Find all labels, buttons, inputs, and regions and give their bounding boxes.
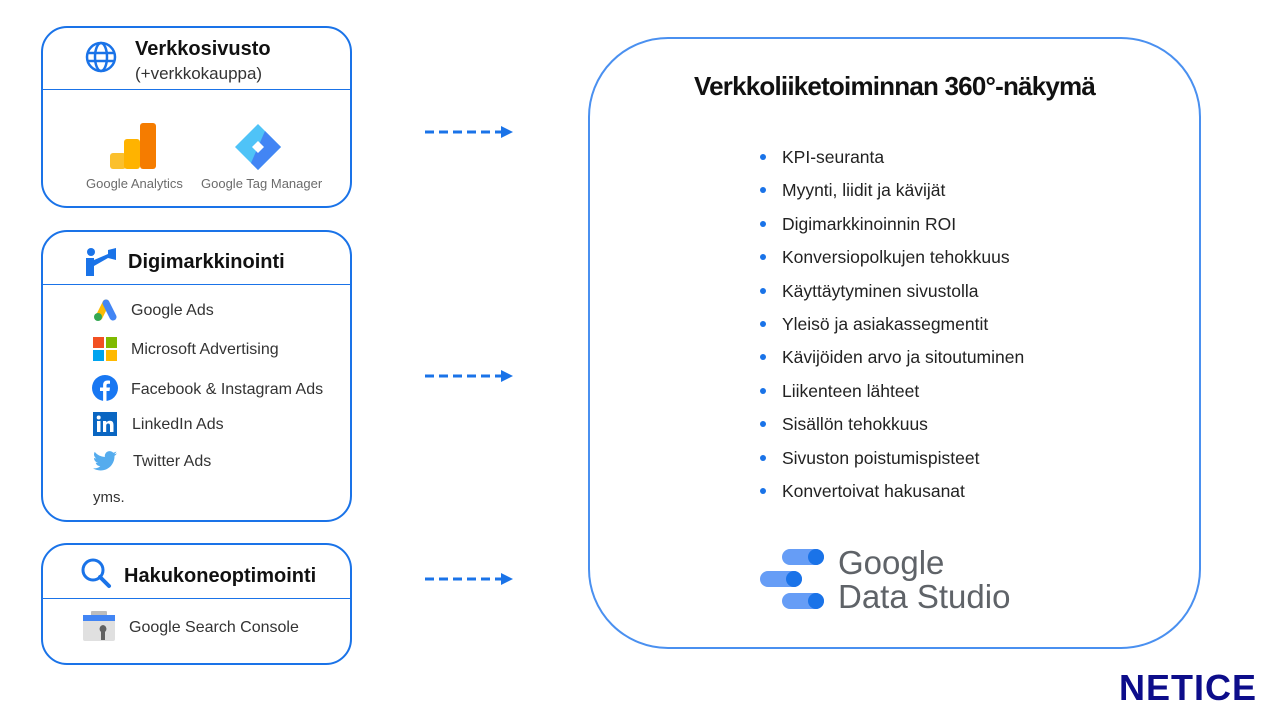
tool-label: Google Analytics	[86, 176, 183, 191]
list-item: Sivuston poistumispisteet	[758, 445, 1024, 478]
list-item: Liikenteen lähteet	[758, 378, 1024, 411]
arrow-right-icon	[425, 370, 513, 382]
arrow-right-icon	[425, 573, 513, 585]
megaphone-person-icon	[86, 248, 116, 276]
kpi-list: KPI-seuranta Myynti, liidit ja kävijät D…	[758, 144, 1024, 511]
facebook-icon	[92, 375, 118, 401]
target-360-view: Verkkoliiketoiminnan 360°-näkymä KPI-seu…	[588, 37, 1201, 649]
logo-text-data-studio: Data Studio	[838, 578, 1011, 615]
globe-icon	[85, 41, 117, 73]
list-item: Kävijöiden arvo ja sitoutuminen	[758, 344, 1024, 377]
google-ads-icon	[94, 299, 117, 321]
list-item: Sisällön tehokkuus	[758, 411, 1024, 444]
divider	[43, 89, 350, 90]
list-item: Digimarkkinoinnin ROI	[758, 211, 1024, 244]
microsoft-icon	[93, 337, 117, 361]
search-icon	[81, 558, 111, 588]
data-studio-logo-icon	[760, 549, 824, 609]
tool-label: Facebook & Instagram Ads	[131, 381, 324, 398]
source-digital-marketing: Digimarkkinointi Google Ads Microsoft Ad…	[41, 230, 352, 522]
list-item: Konvertoivat hakusanat	[758, 478, 1024, 511]
tool-label: Google Tag Manager	[201, 176, 323, 191]
logo-text-google: Google	[838, 544, 945, 581]
source-title: Hakukoneoptimointi	[124, 565, 317, 587]
google-tag-manager-logo-icon	[235, 124, 281, 170]
twitter-icon	[93, 451, 117, 471]
target-title: Verkkoliiketoiminnan 360°-näkymä	[694, 71, 1096, 101]
linkedin-icon	[93, 412, 117, 436]
source-title: Digimarkkinointi	[128, 251, 285, 273]
list-item: Konversiopolkujen tehokkuus	[758, 244, 1024, 277]
arrow-right-icon	[425, 126, 513, 138]
tool-label: Google Ads	[131, 302, 214, 319]
list-item: Yleisö ja asiakassegmentit	[758, 311, 1024, 344]
google-analytics-logo-icon	[110, 123, 156, 169]
divider	[43, 284, 350, 285]
source-seo: Hakukoneoptimointi Google Search Console	[41, 543, 352, 665]
tool-label: Microsoft Advertising	[131, 341, 279, 358]
tool-label: Twitter Ads	[133, 453, 212, 470]
search-console-icon	[83, 611, 115, 641]
source-website: Verkkosivusto (+verkkokauppa) Google Ana…	[41, 26, 352, 208]
divider	[43, 598, 350, 599]
source-subtitle: (+verkkokauppa)	[135, 64, 263, 83]
source-title: Verkkosivusto	[135, 38, 271, 60]
tool-label: LinkedIn Ads	[132, 416, 224, 433]
list-item: Käyttäytyminen sivustolla	[758, 278, 1024, 311]
tool-label: Google Search Console	[129, 619, 299, 636]
list-item: KPI-seuranta	[758, 144, 1024, 177]
brand-logo: NETICE	[1119, 667, 1258, 708]
list-item: Myynti, liidit ja kävijät	[758, 177, 1024, 210]
more-label: yms.	[93, 489, 125, 506]
